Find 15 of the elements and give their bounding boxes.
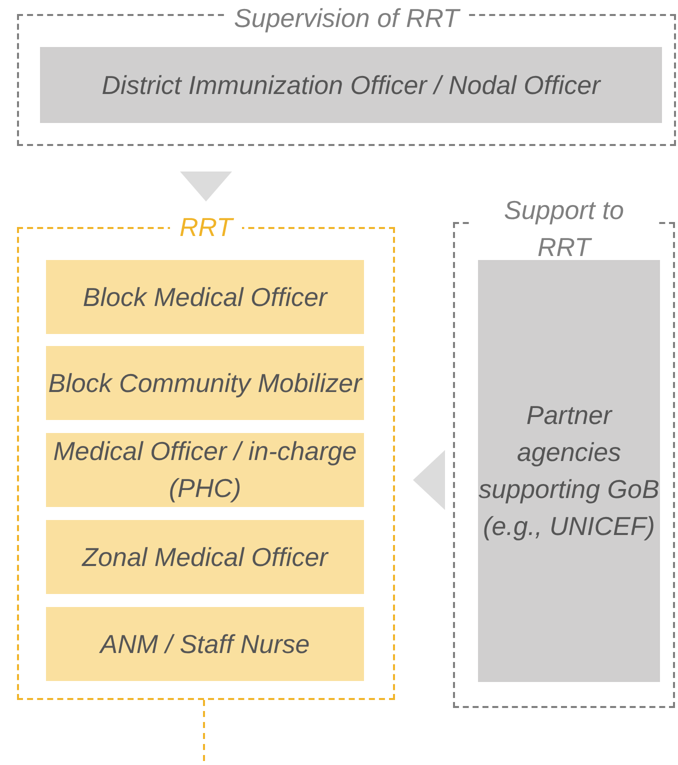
- arrow: [180, 172, 232, 202]
- role-label: Zonal Medical Officer: [82, 540, 328, 574]
- role-box: [40, 47, 662, 123]
- role-label: Partner agencies supporting GoB (e.g., UNICEF): [478, 399, 660, 543]
- role-box: [46, 346, 364, 420]
- role-label: Block Medical Officer: [82, 280, 328, 314]
- role-box: [46, 520, 364, 594]
- role-box: [46, 607, 364, 681]
- arrow: [413, 450, 445, 510]
- role-label: Block Community Mobilizer: [48, 366, 362, 400]
- role-label: Medical Officer / in-charge (PHC): [52, 435, 358, 505]
- role-label: ANM / Staff Nurse: [100, 628, 310, 660]
- role-box: [46, 260, 364, 334]
- role-label: District Immunization Officer / Nodal Officer: [102, 68, 600, 102]
- role-box: [478, 260, 660, 682]
